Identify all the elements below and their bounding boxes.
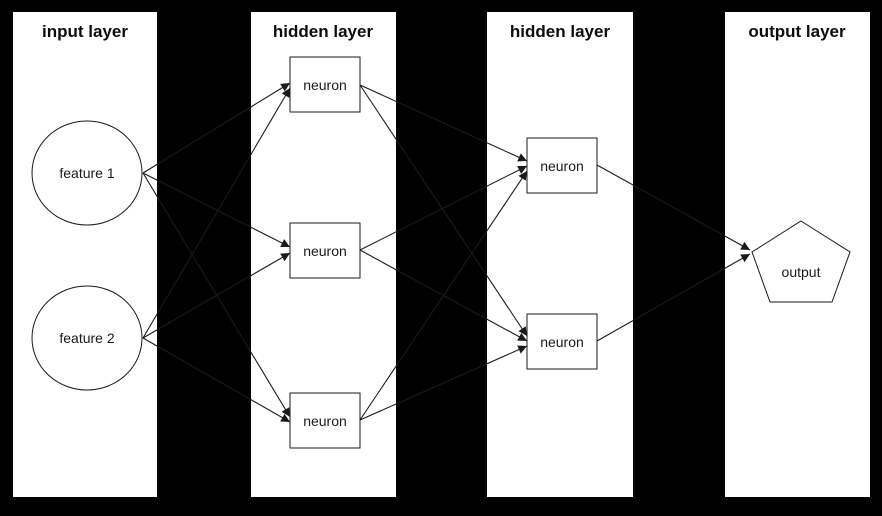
- h1-neuron-1-box: [289, 56, 361, 113]
- edge-h2neuron2-output: [596, 253, 751, 342]
- edge-h2neuron1-output: [596, 164, 751, 251]
- h1-neuron-2-box: [289, 222, 361, 279]
- edge-feature2-h1neuron2: [142, 252, 291, 339]
- node-feature-2: feature 2: [31, 285, 143, 391]
- edge-h1neuron2-h2neuron1: [359, 165, 528, 251]
- feature-2-label: feature 2: [59, 330, 114, 346]
- edge-h1neuron1-h2neuron1: [359, 84, 528, 162]
- h2-neuron-1-box: [526, 137, 598, 194]
- h1-neuron-3-label: neuron: [303, 413, 347, 429]
- output-label: output: [782, 264, 821, 280]
- node-h1-neuron-3: neuron: [289, 392, 361, 449]
- edge-feature2-h1neuron3: [142, 337, 291, 423]
- node-output: output: [751, 220, 851, 303]
- feature-1-label: feature 1: [59, 165, 114, 181]
- node-h2-neuron-2: neuron: [526, 313, 598, 370]
- edge-h1neuron3-h2neuron2: [359, 345, 528, 421]
- node-feature-1: feature 1: [31, 120, 143, 226]
- feature-2-circle: [31, 285, 143, 391]
- h1-neuron-2-label: neuron: [303, 243, 347, 259]
- node-h2-neuron-1: neuron: [526, 137, 598, 194]
- edge-feature1-h1neuron2: [142, 172, 291, 248]
- edge-h1neuron3-h2neuron1: [359, 170, 528, 421]
- output-pentagon: [751, 220, 851, 303]
- h2-neuron-1-label: neuron: [540, 158, 584, 174]
- node-h1-neuron-2: neuron: [289, 222, 361, 279]
- layer-title-output: output layer: [748, 22, 846, 41]
- layer-title-hidden-1: hidden layer: [273, 22, 374, 41]
- edge-h1neuron1-h2neuron2: [359, 84, 528, 337]
- layer-title-hidden-2: hidden layer: [510, 22, 611, 41]
- layer-title-input: input layer: [42, 22, 128, 41]
- panel-input-layer: [13, 12, 157, 497]
- node-h1-neuron-1: neuron: [289, 56, 361, 113]
- h2-neuron-2-label: neuron: [540, 334, 584, 350]
- h1-neuron-1-label: neuron: [303, 77, 347, 93]
- panel-hidden-layer-2: [487, 12, 633, 497]
- edge-feature2-h1neuron1: [142, 87, 291, 339]
- edge-feature1-h1neuron1: [142, 82, 291, 174]
- h1-neuron-3-box: [289, 392, 361, 449]
- h2-neuron-2-box: [526, 313, 598, 370]
- feature-1-circle: [31, 120, 143, 226]
